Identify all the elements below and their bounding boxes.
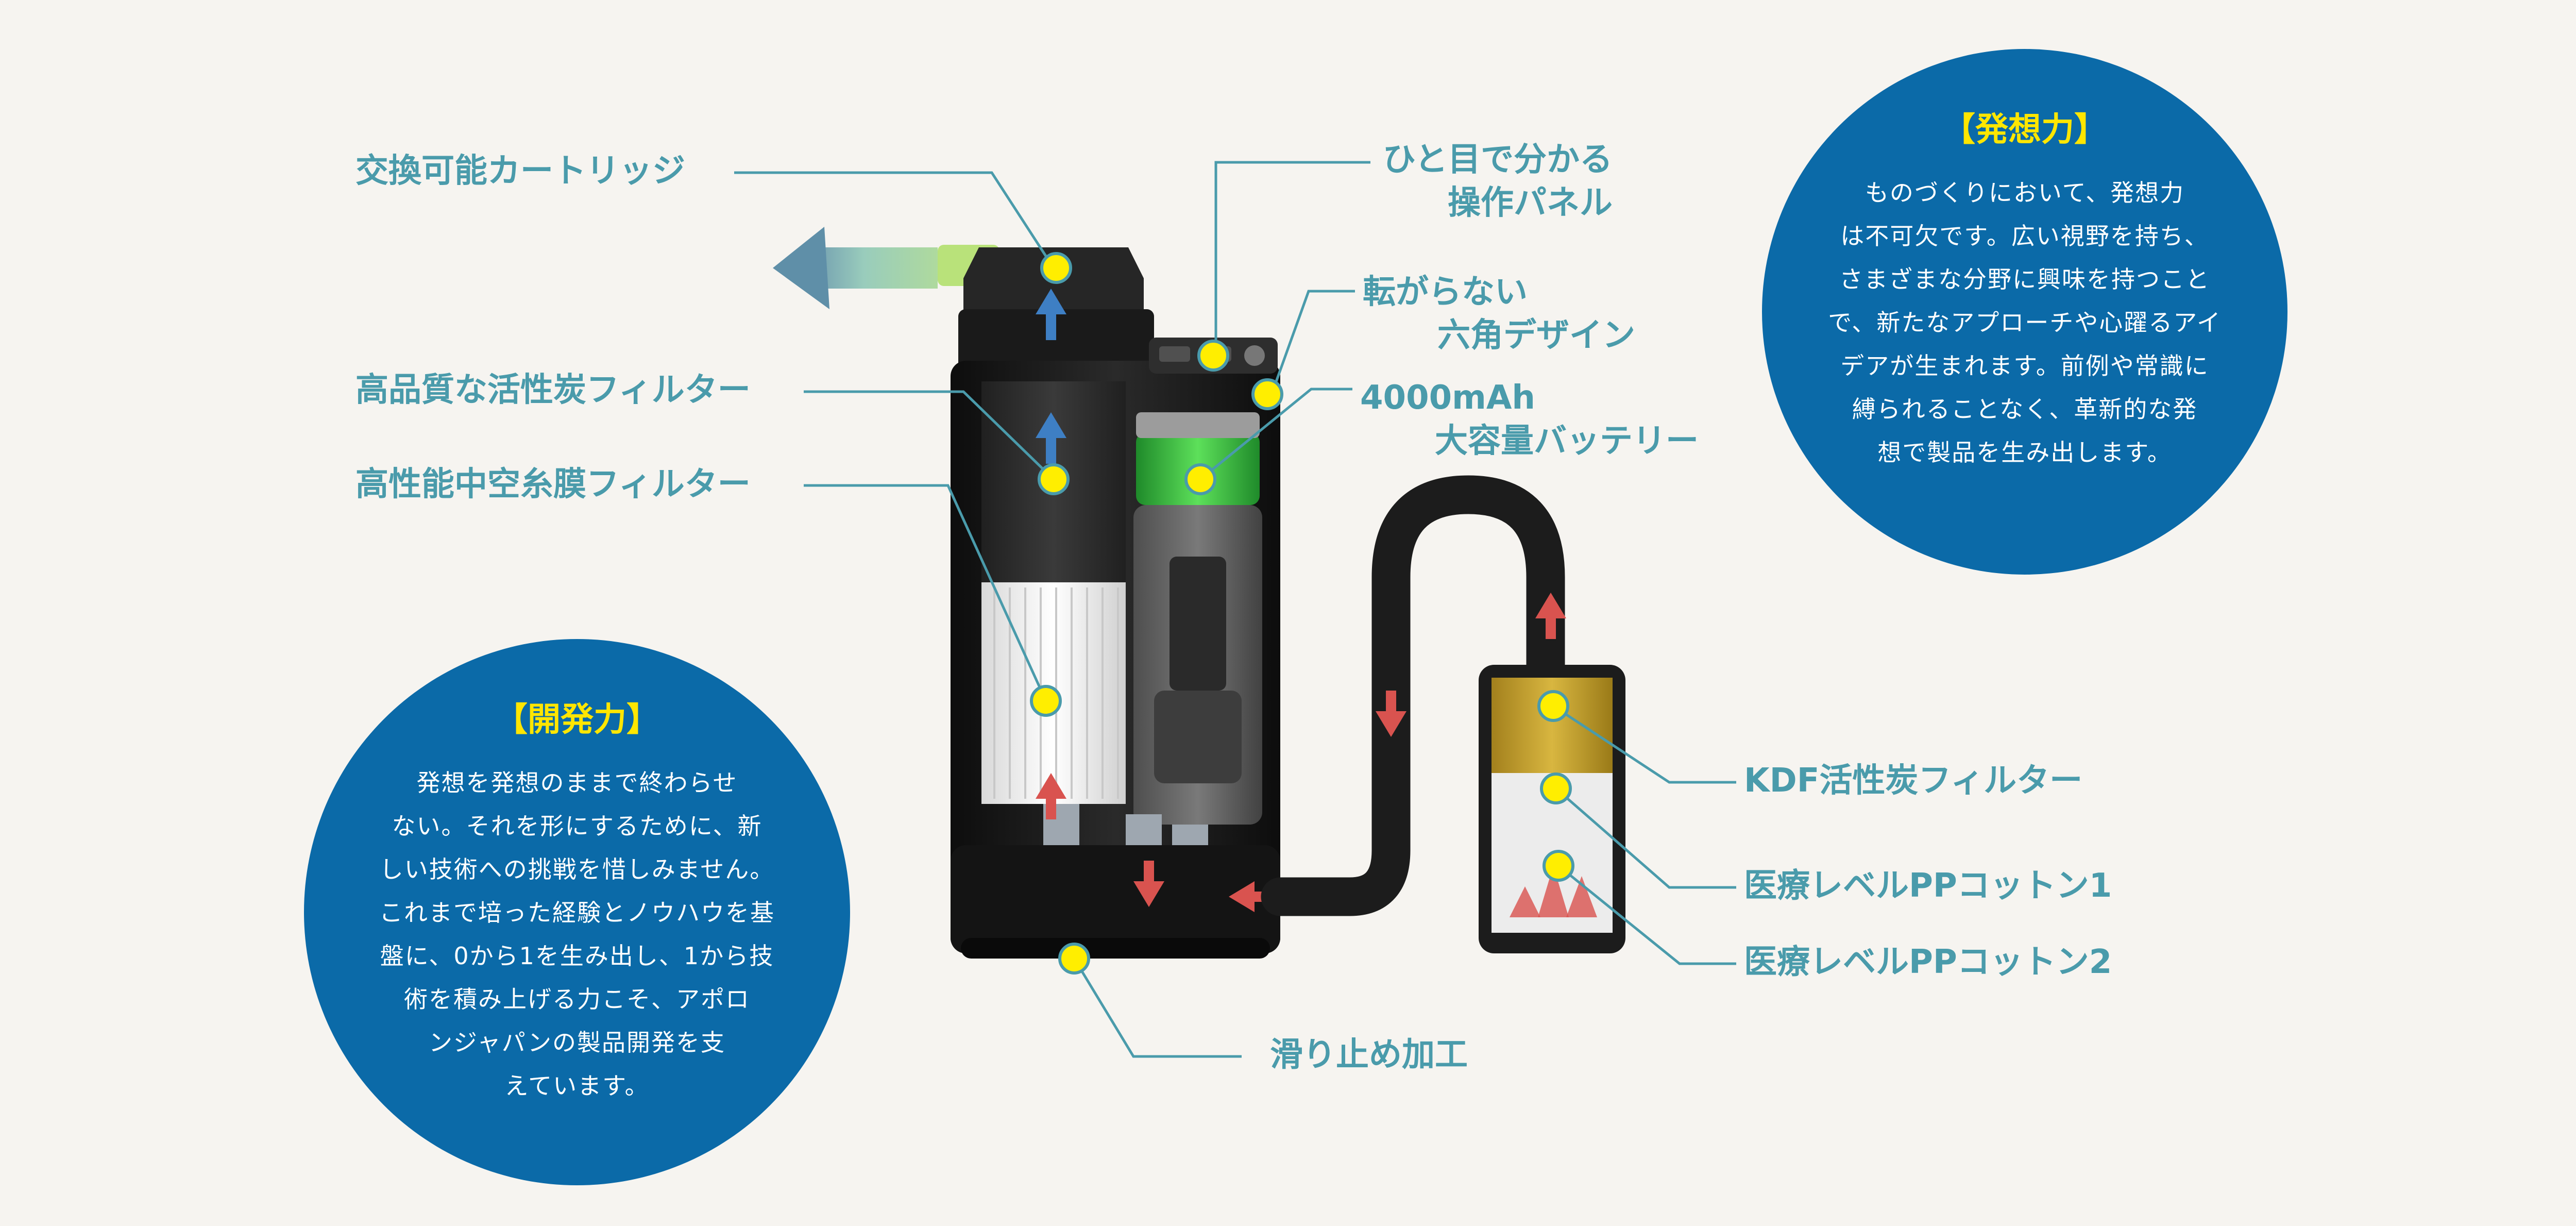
idea-circle-line: 縛られることなく、革新的な発	[1852, 395, 2198, 423]
markers	[1030, 252, 1574, 975]
marker-battery	[1184, 463, 1216, 495]
idea-circle-line: デアが生まれます。前例や常識に	[1840, 352, 2209, 380]
idea-circle-line: で、新たなアプローチや心躍るアイ	[1828, 309, 2222, 337]
dev-circle-line: 盤に、0から1を生み出し、1から技	[380, 942, 774, 970]
dev-circle-line: えています。	[504, 1072, 650, 1100]
label-pp2: 医療レベルPPコットン2	[1744, 943, 2112, 981]
dev-circle-line: ない。それを形にするために、新	[392, 812, 762, 840]
dev-circle-line: 発想を発想のままで終わらせ	[416, 769, 738, 797]
label-battery: 4000mAh 大容量バッテリー	[1360, 379, 1699, 461]
marker-hexagon	[1251, 378, 1283, 410]
idea-circle-title: 【発想力】	[1942, 111, 2107, 149]
marker-hollow-fiber	[1030, 685, 1062, 717]
flow-arrows-hose	[1376, 593, 1566, 737]
dev-circle-line: しい技術への挑戦を惜しみません。	[379, 855, 775, 883]
label-panel: ひと目で分かる 操作パネル	[1382, 141, 1613, 223]
marker-cartridge	[1040, 252, 1072, 284]
marker-pp1	[1540, 772, 1572, 804]
dev-circle-line: これまで培った経験とノウハウを基	[379, 899, 775, 927]
dev-circle-line: 術を積み上げる力こそ、アポロ	[404, 985, 750, 1013]
label-carbon-filter: 高品質な活性炭フィルター	[355, 371, 751, 409]
marker-anti-slip	[1058, 943, 1090, 975]
label-kdf: KDF活性炭フィルター	[1744, 762, 2083, 800]
outflow-arrowhead	[773, 227, 829, 309]
marker-panel	[1197, 340, 1229, 372]
dev-circle-title: 【開発力】	[495, 701, 659, 739]
device-base	[951, 845, 1280, 953]
dev-circle: 【開発力】 発想を発想のままで終わらせ ない。それを形にするために、新 しい技術…	[304, 639, 850, 1185]
dev-circle-line: ンジャパンの製品開発を支	[429, 1029, 725, 1056]
marker-kdf	[1537, 690, 1569, 722]
idea-circle-line: 想で製品を生み出します。	[1877, 439, 2172, 466]
label-cartridge: 交換可能カートリッジ	[355, 152, 685, 190]
marker-carbon	[1038, 463, 1070, 495]
hose	[1261, 475, 1565, 916]
label-hollow-fiber: 高性能中空糸膜フィルター	[355, 465, 751, 503]
idea-circle: 【発想力】 ものづくりにおいて、発想力 は不可欠です。広い視野を持ち、 さまざま…	[1762, 49, 2287, 575]
idea-circle-line: さまざまな分野に興味を持つこと	[1839, 265, 2210, 293]
marker-pp2	[1543, 850, 1574, 882]
idea-circle-line: は不可欠です。広い視野を持ち、	[1840, 222, 2209, 250]
main-device	[773, 227, 1280, 959]
idea-circle-line: ものづくりにおいて、発想力	[1865, 179, 2185, 207]
label-anti-slip: 滑り止め加工	[1270, 1036, 1468, 1074]
leader-lines	[734, 161, 1736, 1058]
label-pp1: 医療レベルPPコットン1	[1744, 867, 2112, 905]
label-hexagon: 転がらない 六角デザイン	[1363, 273, 1635, 355]
flow-arrows-main	[1036, 289, 1275, 912]
